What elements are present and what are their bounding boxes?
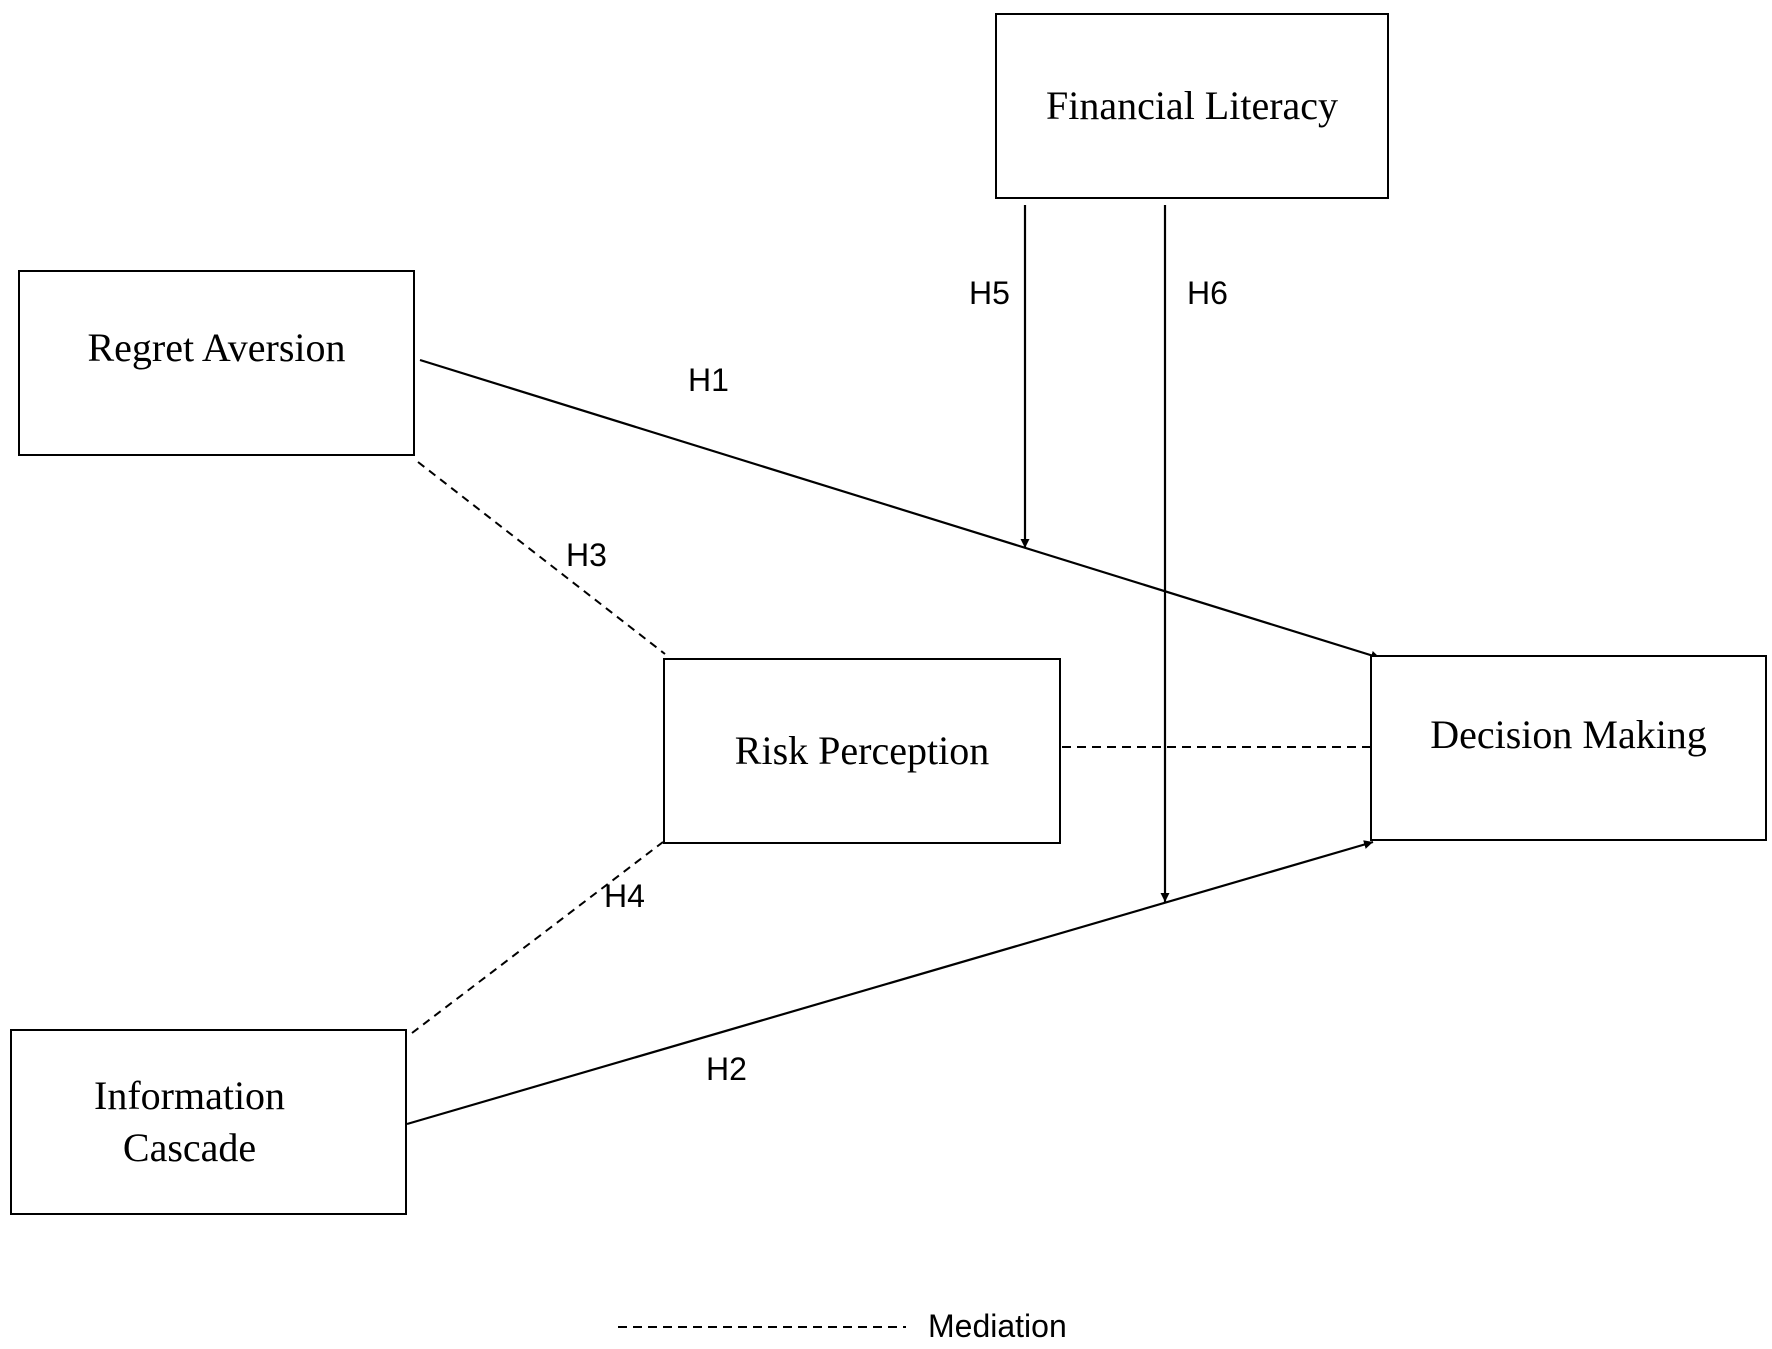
decision-making-box: Decision Making (1370, 655, 1767, 841)
risk-perception-label: Risk Perception (734, 728, 990, 773)
regret-aversion-label: Regret Aversion (87, 325, 346, 370)
h6-label: H6 (1187, 275, 1228, 311)
financial-literacy-label: Financial Literacy (1045, 83, 1339, 128)
h3-label: H3 (566, 537, 607, 573)
h4-mediation-line (411, 841, 664, 1034)
h2-arrow (406, 840, 1374, 1126)
h4-label: H4 (604, 878, 645, 914)
risk-perception-box: Risk Perception (663, 658, 1061, 844)
decision-making-label: Decision Making (1430, 712, 1707, 757)
h2-label: H2 (706, 1051, 747, 1087)
information-cascade-label: Information Cascade (94, 1073, 286, 1170)
h3-mediation-line (417, 461, 666, 655)
h5-label: H5 (969, 275, 1010, 311)
legend-mediation-label: Mediation (928, 1308, 1067, 1344)
h1-label: H1 (688, 362, 729, 398)
information-cascade-box: Information Cascade (10, 1029, 407, 1215)
h1-arrow (419, 358, 1381, 660)
regret-aversion-box: Regret Aversion (18, 270, 415, 456)
financial-literacy-box: Financial Literacy (995, 13, 1389, 199)
